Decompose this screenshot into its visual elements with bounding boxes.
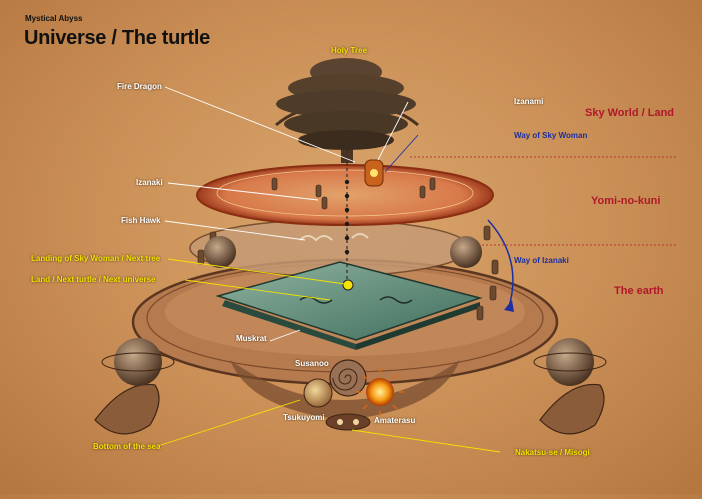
way-of-izanaki-arrow — [487, 219, 514, 311]
label-land-next-turtle: Land / Next turtle / Next universe — [31, 275, 156, 284]
label-landing-of-sky-woman: Landing of Sky Woman / Next tree — [31, 254, 161, 263]
realm-the-earth: The earth — [614, 285, 664, 297]
turtle-legs — [94, 338, 607, 435]
realm-sky-world: Sky World / Land — [585, 107, 675, 119]
leader-line-sky-woman — [384, 134, 419, 173]
label-holy-tree: Holy Tree — [331, 46, 368, 55]
page-title: Universe / The turtle — [24, 27, 210, 49]
label-izanami: Izanami — [514, 97, 544, 106]
label-fish-hawk: Fish Hawk — [121, 216, 161, 225]
susanoo-spiral — [329, 359, 367, 397]
label-tsukuyomi: Tsukuyomi — [283, 413, 325, 422]
sky-world-disc — [196, 164, 494, 226]
label-fire-dragon: Fire Dragon — [117, 82, 162, 91]
leader-lines-white — [164, 86, 409, 241]
page-subtitle: Mystical Abyss — [25, 14, 83, 23]
label-bottom-of-the-sea: Bottom of the sea — [93, 442, 161, 451]
label-susanoo: Susanoo — [295, 359, 329, 368]
moon-icon — [303, 378, 333, 408]
sun-icon — [366, 378, 394, 406]
orb-left-middle — [204, 236, 236, 268]
label-way-of-izanaki: Way of Izanaki — [514, 256, 569, 265]
turtle-belly — [230, 360, 460, 420]
landing-point — [342, 279, 354, 291]
realm-yomi-no-kuni: Yomi-no-kuni — [591, 195, 661, 207]
sun-rays — [356, 368, 404, 416]
label-izanaki: Izanaki — [136, 178, 163, 187]
land-next-turtle — [215, 261, 483, 341]
leader-lines-yellow — [157, 258, 501, 453]
label-muskrat: Muskrat — [236, 334, 267, 343]
orb-right-middle — [450, 236, 482, 268]
holy-tree — [275, 58, 419, 163]
posts — [197, 177, 499, 321]
label-nakatsu-se-misogi: Nakatsu-se / Misogi — [515, 448, 590, 457]
label-amaterasu: Amaterasu — [374, 416, 416, 425]
label-way-of-sky-woman: Way of Sky Woman — [514, 131, 588, 140]
